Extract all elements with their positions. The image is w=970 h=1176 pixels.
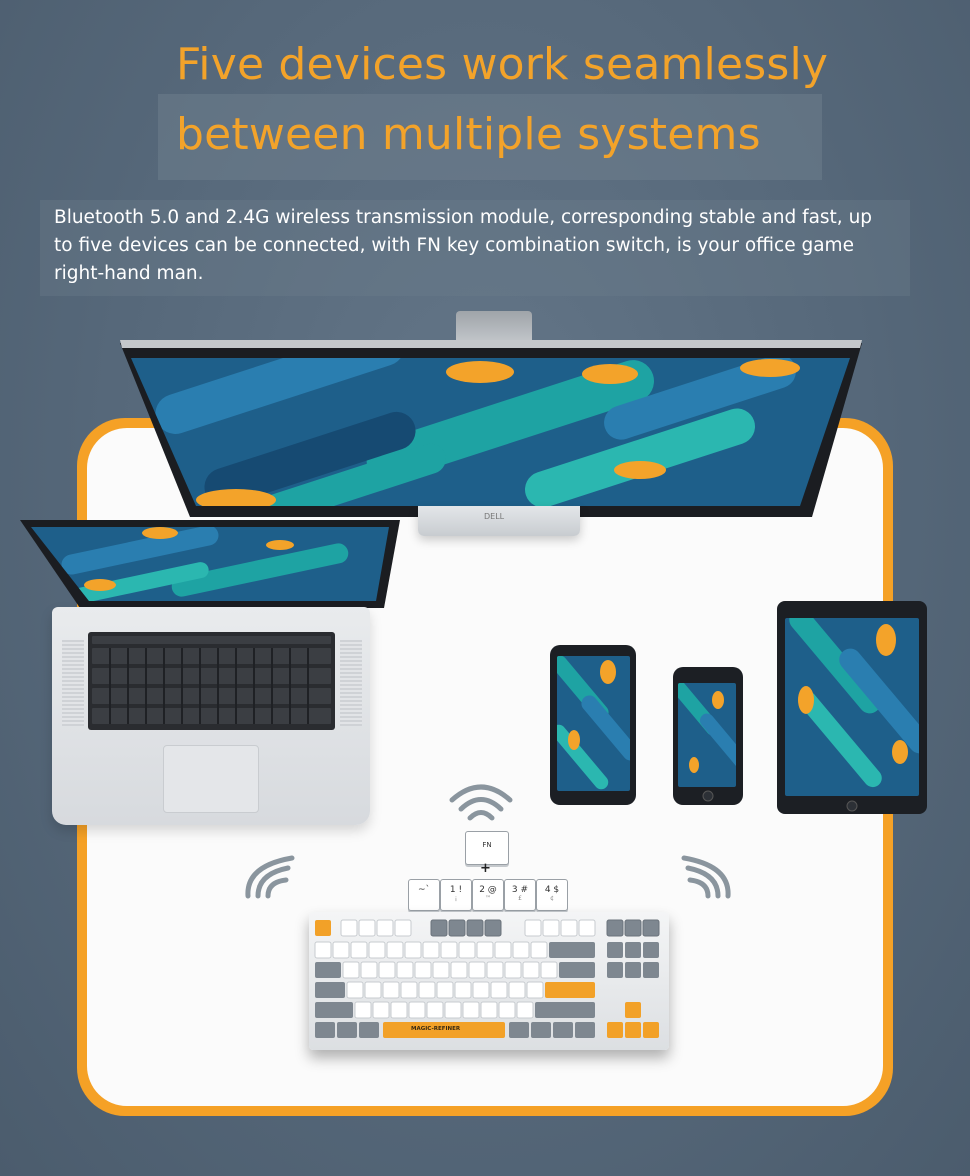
keyboard-keys bbox=[314, 919, 660, 1038]
headline-line-1: Five devices work seamlessly bbox=[176, 39, 829, 90]
mechanical-keyboard: MAGIC-REFINER bbox=[309, 912, 669, 1050]
laptop-trackpad bbox=[163, 745, 259, 813]
monitor-brand: DELL bbox=[484, 512, 505, 521]
wifi-icon-left bbox=[245, 855, 295, 899]
headline-line-2: between multiple systems bbox=[176, 109, 761, 160]
laptop-keys bbox=[92, 636, 331, 724]
key-2: 2 @ ™ bbox=[472, 879, 504, 911]
plus-sign: + bbox=[480, 861, 491, 876]
monitor-base bbox=[418, 506, 580, 536]
headline: Five devices work seamlessly between mul… bbox=[176, 30, 828, 170]
key-3: 3 # £ bbox=[504, 879, 536, 911]
laptop-speaker-right bbox=[340, 640, 362, 726]
monitor-stand bbox=[456, 311, 532, 347]
key-4: 4 $ ¢ bbox=[536, 879, 568, 911]
key-1: 1 ! ¡ bbox=[440, 879, 472, 911]
key-tilde: ~` bbox=[408, 879, 440, 911]
laptop-keyboard bbox=[88, 632, 335, 730]
description-text: Bluetooth 5.0 and 2.4G wireless transmis… bbox=[54, 207, 873, 284]
keyboard-brand: MAGIC-REFINER bbox=[411, 1026, 461, 1032]
fn-key: FN bbox=[465, 831, 509, 865]
wifi-icon-right bbox=[681, 855, 731, 899]
laptop-speaker-left bbox=[62, 640, 84, 726]
wifi-icon-center bbox=[449, 784, 513, 821]
title-band bbox=[158, 94, 822, 180]
description-band bbox=[40, 200, 910, 296]
